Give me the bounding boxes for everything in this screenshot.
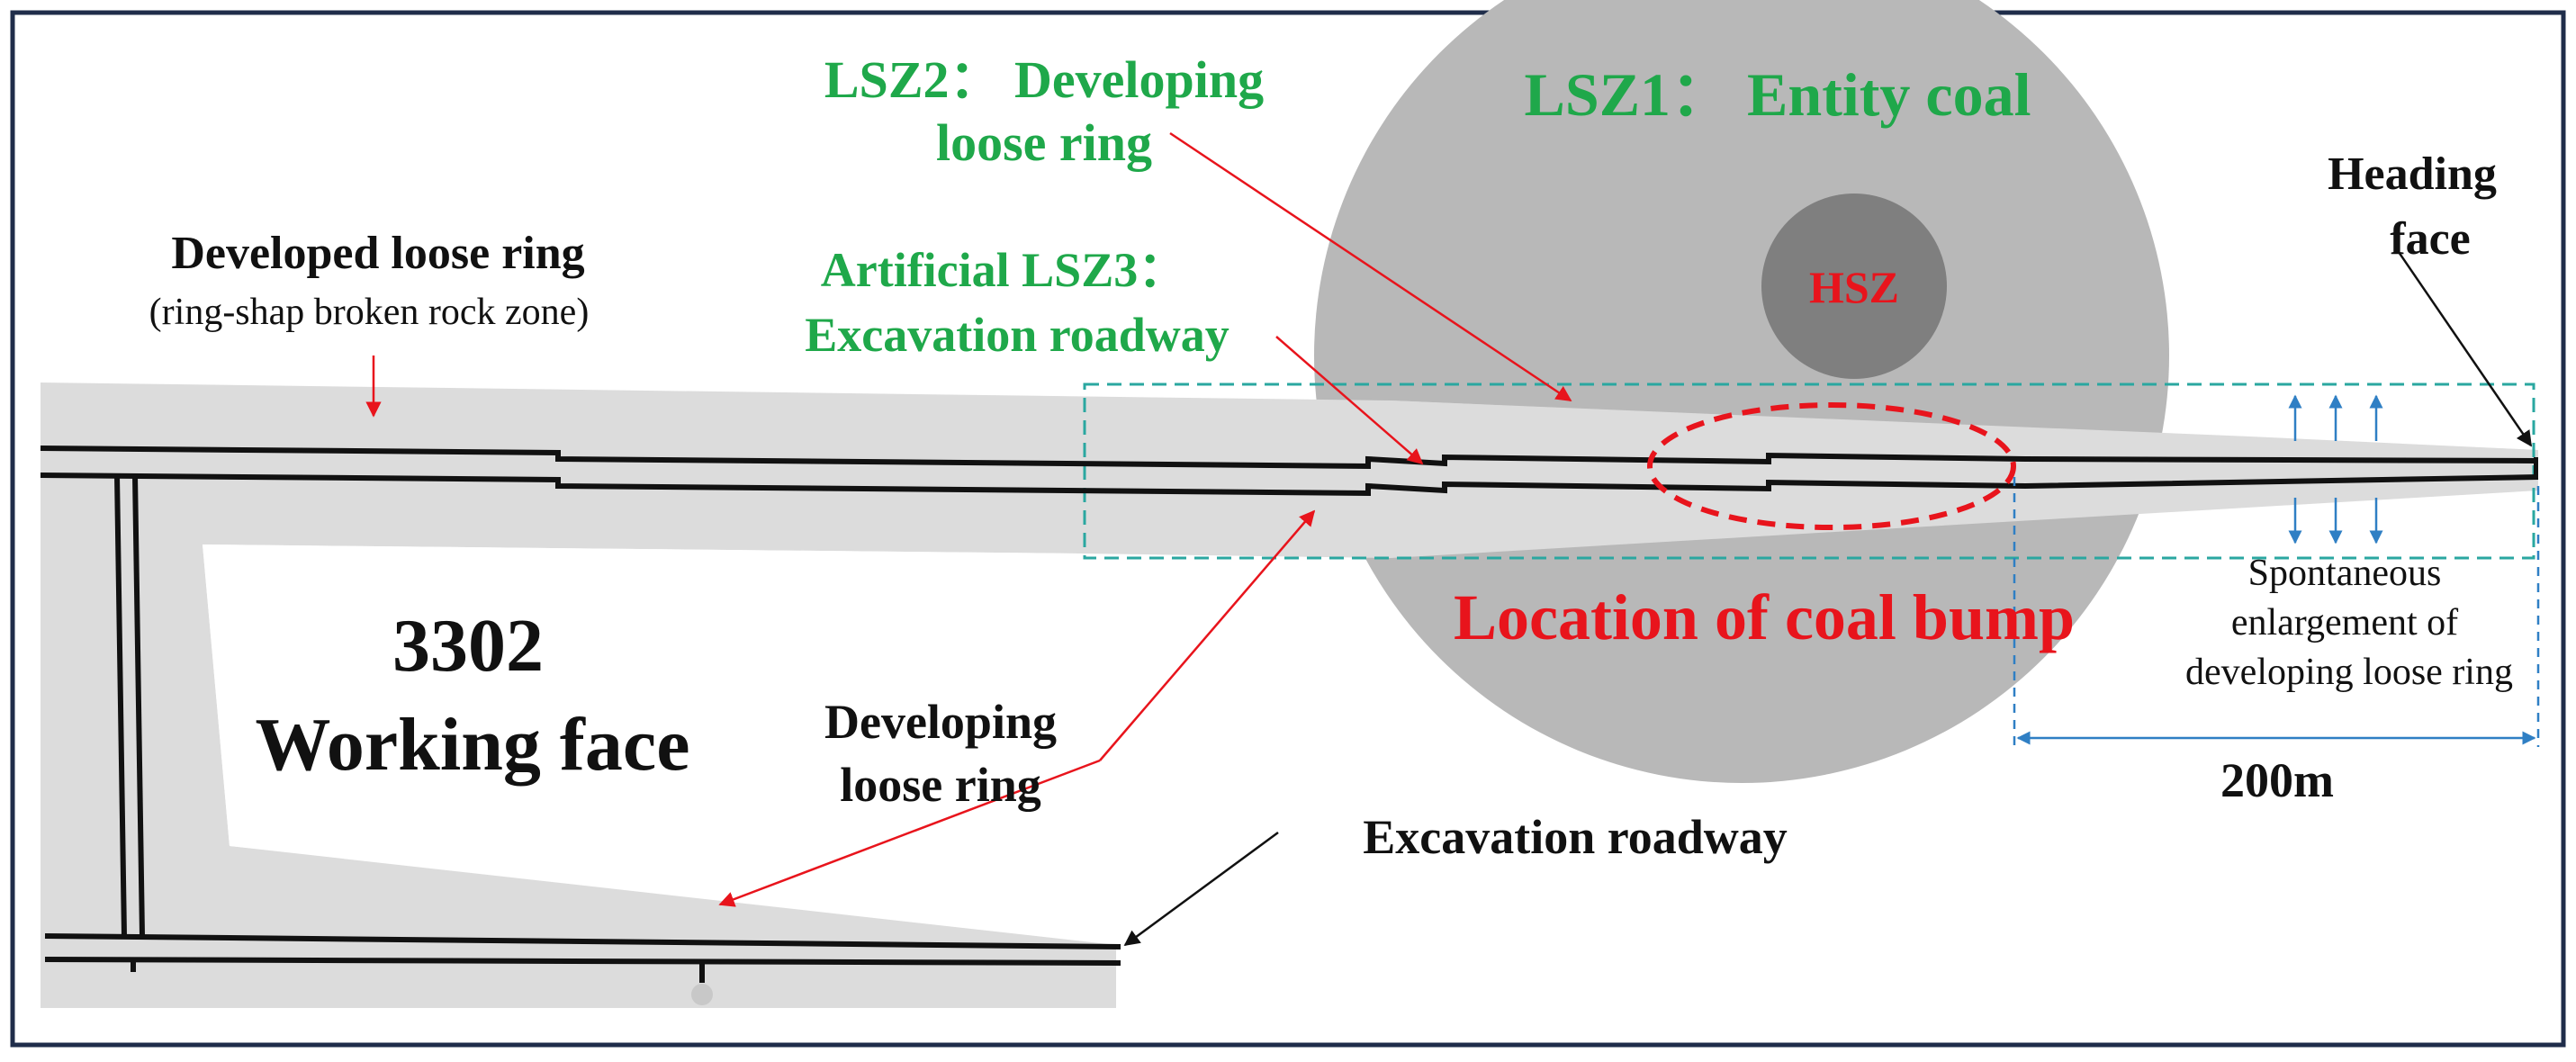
dimension-200m bbox=[2013, 477, 2540, 747]
coal-bump-ellipse bbox=[1647, 402, 2016, 530]
lsz1-label: LSZ1： Entity coal bbox=[1525, 60, 2031, 129]
developing-loose-ring-label-line1: Developing bbox=[824, 695, 1057, 749]
developed-loose-ring-label: Developed loose ring bbox=[171, 228, 584, 279]
spontaneous-label-line3: developing loose ring bbox=[2185, 652, 2513, 693]
working-face-label-line2: Working face bbox=[256, 703, 690, 787]
entity-coal-zone bbox=[1314, 0, 2169, 783]
developing-loose-ring-label-line2: loose ring bbox=[840, 758, 1041, 812]
hsz-label: HSZ bbox=[1809, 262, 1899, 312]
coal-bump-label: Location of coal bump bbox=[1454, 581, 2075, 653]
bottom-excavation-roadway bbox=[44, 933, 1121, 983]
main-roadway bbox=[40, 446, 2539, 497]
lsz2-label-line2: loose ring bbox=[936, 113, 1152, 172]
lsz2-label-line1: LSZ2： Developing bbox=[824, 50, 1264, 109]
spontaneous-label-line1: Spontaneous bbox=[2248, 553, 2442, 594]
heading-face-tip bbox=[2534, 457, 2538, 479]
working-face-area bbox=[203, 544, 1121, 936]
red-leader-arrows bbox=[365, 131, 1572, 907]
developing-loose-ring-wedge bbox=[1080, 400, 2538, 558]
excavation-roadway-label: Excavation roadway bbox=[1363, 810, 1788, 864]
hsz-zone bbox=[1761, 194, 1947, 379]
heading-face-label-line1: Heading bbox=[2328, 148, 2497, 200]
lsz3-label-line1: Artificial LSZ3： bbox=[821, 243, 1186, 297]
developed-loose-ring-sublabel: (ring-shap broken rock zone) bbox=[149, 292, 590, 333]
dimension-200m-label: 200m bbox=[2220, 753, 2334, 807]
enlargement-arrows bbox=[2288, 394, 2383, 544]
heading-face-label-line2: face bbox=[2390, 213, 2470, 265]
lsz3-label-line2: Excavation roadway bbox=[805, 308, 1229, 362]
roadway-sump bbox=[691, 984, 713, 1005]
working-face-label-line1: 3302 bbox=[392, 604, 544, 688]
cross-roadway bbox=[114, 474, 145, 937]
spontaneous-label-line2: enlargement of bbox=[2231, 602, 2458, 644]
developed-loose-ring-zone bbox=[41, 382, 2538, 1008]
black-leader-arrows bbox=[1123, 251, 2533, 947]
